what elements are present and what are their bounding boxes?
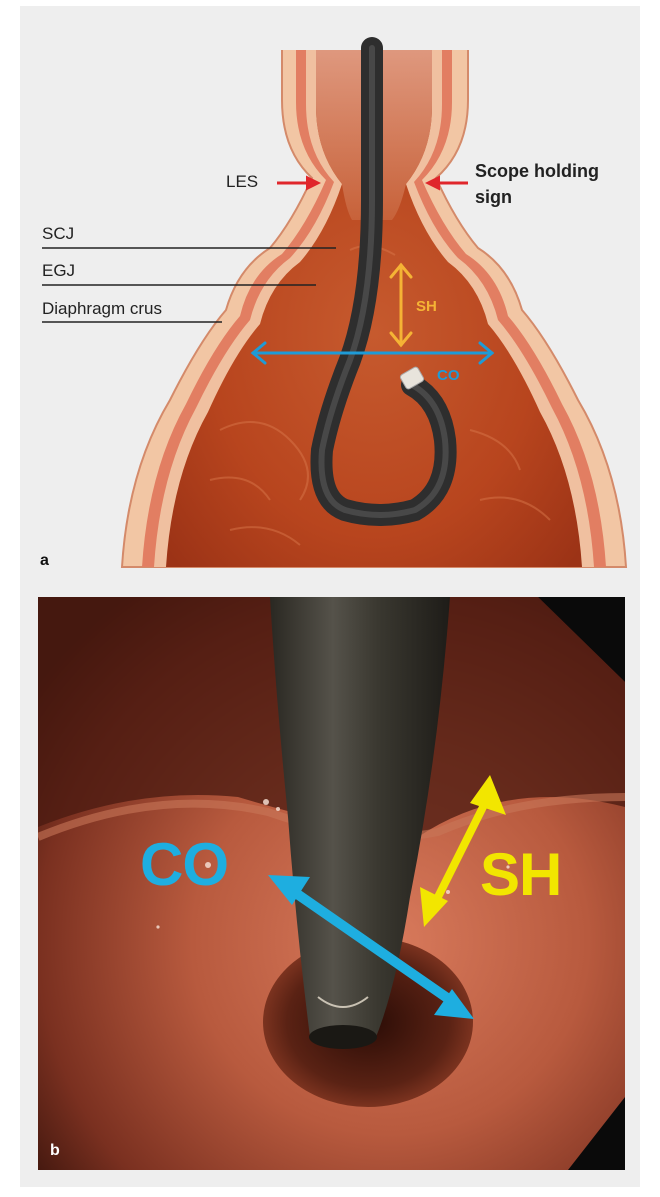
sh-label-photo: SH: [480, 840, 561, 909]
diaphragm-crus-label: Diaphragm crus: [42, 299, 162, 319]
co-label-photo: CO: [140, 830, 228, 899]
les-label: LES: [226, 172, 258, 192]
stomach-schematic: [0, 0, 660, 580]
scope-holding-sign-label-line2: sign: [475, 186, 512, 208]
panel-a-letter: a: [40, 552, 49, 570]
panel-b-letter: b: [50, 1142, 60, 1160]
egj-label: EGJ: [42, 261, 75, 281]
co-label: CO: [437, 367, 460, 384]
sh-label: SH: [416, 298, 437, 315]
scope-holding-sign-label-line1: Scope holding: [475, 160, 599, 182]
scj-label: SCJ: [42, 224, 74, 244]
